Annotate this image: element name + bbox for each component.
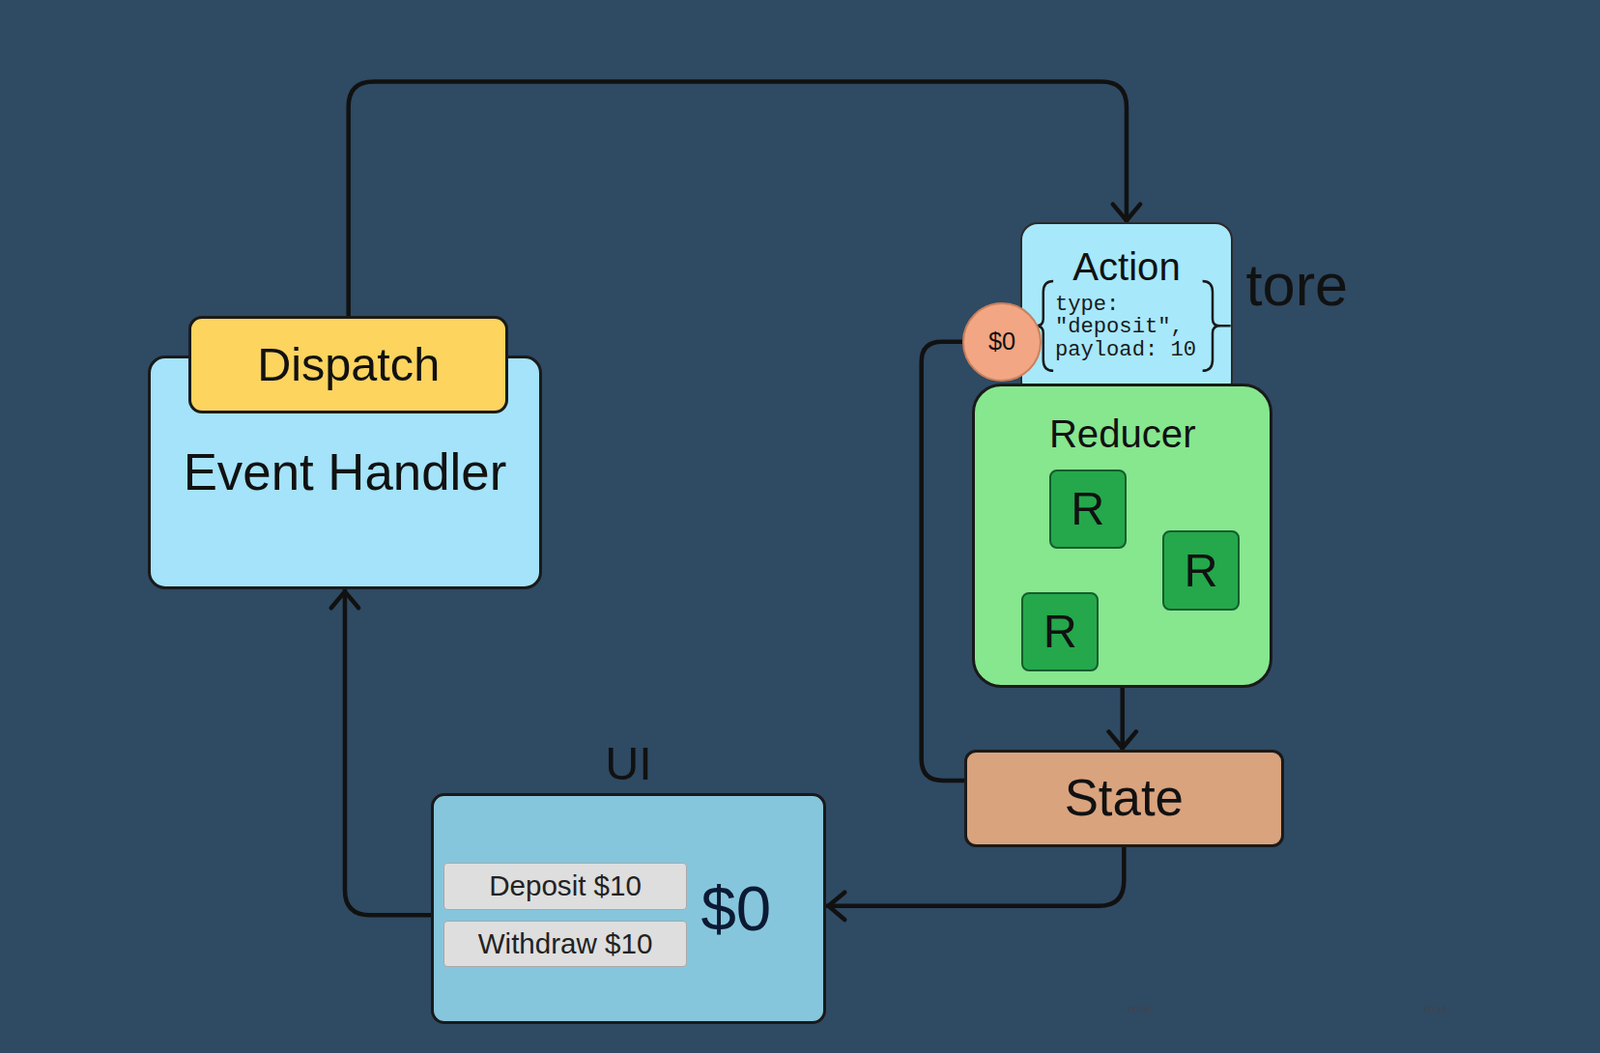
reducer-item: R [1021, 592, 1099, 672]
node-title: Withdraw $10 [478, 928, 654, 961]
player-controls [1120, 967, 1463, 1024]
node-title: State [1064, 770, 1184, 827]
node-title: Reducer [1049, 413, 1197, 457]
node-body: $0 [700, 874, 772, 944]
connector-line [826, 847, 1124, 907]
rock-shade [1467, 122, 1600, 715]
connector-line [921, 342, 965, 781]
arrow-head [1113, 203, 1141, 221]
arrow-head [828, 892, 845, 920]
node-title: $0 [988, 328, 1016, 356]
reducer-item: R [1162, 530, 1240, 610]
state-box: State [964, 749, 1285, 847]
bottom-strip [0, 1030, 1600, 1053]
connector-line [1119, 687, 1125, 750]
reducer-item: R [1049, 469, 1127, 549]
window-zoom [118, 0, 127, 5]
next-chevron [26, 985, 36, 1004]
node-title: R [1183, 544, 1218, 597]
node-body: type: "deposit", payload: 10 [1055, 293, 1208, 362]
reducer-box: ReducerR R R [971, 383, 1273, 688]
label-holder: 00:08 [1128, 1003, 1152, 1015]
node-title: R [1043, 605, 1078, 658]
store-box: tore Actiontype: "deposit", payload: 10 $… [870, 236, 1375, 801]
play-icon [1284, 976, 1300, 996]
arrow-head [331, 591, 359, 608]
share-icon [1406, 979, 1417, 992]
ui-box: UI$0Deposit $10Withdraw $10 [430, 793, 828, 1026]
arrow-head [1109, 731, 1137, 748]
node-title: R [1070, 483, 1105, 535]
time-label: 00:08 [1128, 1003, 1152, 1015]
connector-line [348, 81, 1127, 316]
node-title: UI [604, 738, 653, 790]
action-box: Actiontype: "deposit", payload: 10 [1020, 222, 1233, 400]
withdraw-button: Withdraw $10 [443, 920, 686, 969]
node-title: tore [1246, 253, 1349, 318]
connector [1109, 687, 1137, 750]
node-title: Deposit $10 [488, 870, 642, 903]
rewind-icon [1238, 979, 1259, 993]
connector [921, 342, 965, 781]
pip-icon [1435, 979, 1452, 992]
node-title: Dispatch [257, 339, 440, 391]
state-circle: $0 [962, 302, 1042, 382]
dispatch-tab: Dispatch [188, 315, 509, 413]
forward-icon [1324, 979, 1345, 993]
edge-knob [1589, 986, 1600, 1003]
connector-line [344, 589, 431, 915]
right-brace [1202, 281, 1231, 372]
desktop-rocks [1467, 0, 1600, 1053]
node-title: Event Handler [183, 444, 508, 501]
connector [826, 847, 1124, 920]
title-bar [79, 0, 1467, 6]
node-title: Action [1072, 246, 1181, 289]
scrub-knob [1311, 1003, 1314, 1017]
window-minimise [104, 0, 113, 5]
time-label: 00:13 [1424, 1003, 1448, 1015]
deposit-button: Deposit $10 [443, 862, 686, 911]
connector [331, 589, 431, 915]
window-close [89, 0, 98, 5]
label-holder: 00:13 [1424, 1003, 1448, 1015]
slide-area [79, 0, 1467, 1031]
scrub-track [1168, 1009, 1413, 1012]
